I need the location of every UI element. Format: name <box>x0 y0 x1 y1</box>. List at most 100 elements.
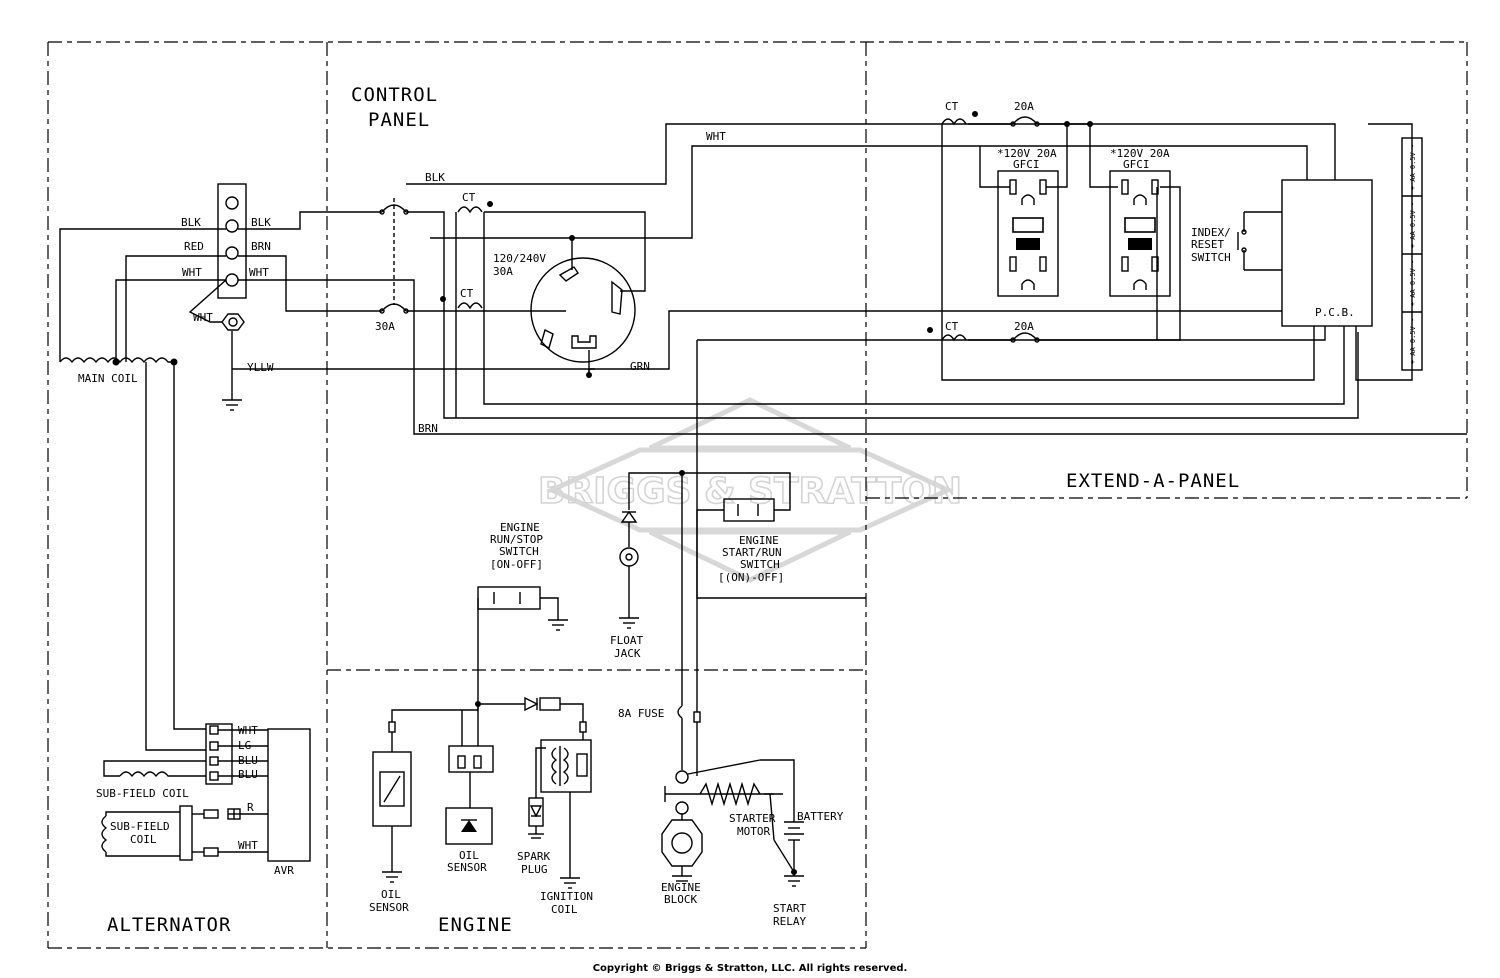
oil-sensor-left-label-line2: SENSOR <box>369 901 409 914</box>
float-jack-label-line1: FLOAT <box>610 634 643 647</box>
copyright-text: Copyright © Briggs & Stratton, LLC. All … <box>593 963 908 974</box>
current-transformer-1 <box>457 201 493 214</box>
pcb-label: P.C.B. <box>1315 306 1355 319</box>
control-panel-title-line1: CONTROL <box>351 84 438 106</box>
fuse-label: 8A FUSE <box>618 707 664 720</box>
sub-field-coil-label-line1: SUB-FIELD <box>110 820 170 833</box>
gfci-1-label-line2: GFCI <box>1013 158 1040 171</box>
label-grn: GRN <box>630 360 650 373</box>
ct-label-2: CT <box>460 287 474 300</box>
label-blk-right: BLK <box>251 216 271 229</box>
engine-start-run-switch <box>696 498 775 712</box>
run-stop-label-line3: SWITCH <box>499 545 539 558</box>
start-run-label-line3: SWITCH <box>740 558 780 571</box>
alternator-wires <box>59 228 595 751</box>
ct-label-3: CT <box>945 100 959 113</box>
receptacle-label-line1: 120/240V <box>493 252 546 265</box>
gfci-receptacle-2 <box>1087 121 1171 297</box>
run-stop-label-line2: RUN/STOP <box>490 533 543 546</box>
label-blk-top: BLK <box>425 171 445 184</box>
starter-motor <box>661 801 703 882</box>
extend-a-panel-title: EXTEND-A-PANEL <box>1066 470 1240 492</box>
ground-icon <box>222 399 242 411</box>
label-brn-bottom: BRN <box>418 422 438 435</box>
label-wht-left: WHT <box>182 266 202 279</box>
section-borders <box>47 41 1468 949</box>
control-panel-wires <box>238 123 1467 599</box>
ct-label-4: CT <box>945 320 959 333</box>
main-coil-label: MAIN COIL <box>78 372 138 385</box>
label-red-left: RED <box>184 240 204 253</box>
ground-nut <box>221 313 245 331</box>
label-brn-right: BRN <box>251 240 271 253</box>
avr-label-r: R <box>247 801 254 814</box>
alternator-title: ALTERNATOR <box>107 914 231 936</box>
run-stop-label-line1: ENGINE <box>500 521 540 534</box>
ignition-coil-label-line1: IGNITION <box>540 890 593 903</box>
battery-label: BATTERY <box>797 810 844 823</box>
terminal-block <box>217 183 247 299</box>
sub-field-coil-top-label: SUB-FIELD COIL <box>96 787 189 800</box>
oil-sensor-mid <box>445 745 494 845</box>
spark-plug <box>528 797 544 839</box>
reset-switch-label-line1: INDEX/ <box>1191 226 1231 239</box>
start-relay-label-line2: RELAY <box>773 915 806 928</box>
control-panel-title-line2: PANEL <box>368 109 430 131</box>
engine-block-label-line1: ENGINE <box>661 881 701 894</box>
gfci-1-label-line1: *120V 20A <box>997 147 1057 160</box>
starter-motor-label-line1: STARTER <box>729 812 776 825</box>
label-blk-left: BLK <box>181 216 201 229</box>
reset-switch-label-line2: RESET <box>1191 238 1224 251</box>
gfci-2-label-line2: GFCI <box>1123 158 1150 171</box>
start-run-label-line1: ENGINE <box>739 534 779 547</box>
current-transformer-3 <box>941 111 978 126</box>
oil-sensor-left <box>372 721 412 883</box>
label-wht-ground: WHT <box>193 311 213 324</box>
current-transformer-4 <box>927 327 967 342</box>
main-coil <box>59 357 178 366</box>
ct-label-1: CT <box>462 191 476 204</box>
breaker-20a-bottom-label: 20A <box>1014 320 1034 333</box>
current-transformer-2 <box>440 296 483 310</box>
ignition-coil-label-line2: COIL <box>551 903 578 916</box>
battery-pack <box>1401 137 1423 371</box>
avr-label-wht2: WHT <box>238 839 258 852</box>
spark-plug-label-line2: PLUG <box>521 863 548 876</box>
run-stop-label-line4: [ON-OFF] <box>490 558 543 571</box>
avr-module <box>103 723 311 862</box>
breaker-20a-top-label: 20A <box>1014 100 1034 113</box>
sub-field-coil-box <box>101 805 219 861</box>
pcb-board <box>1281 179 1373 327</box>
float-jack <box>619 470 791 629</box>
start-relay-assembly <box>664 711 804 887</box>
gfci-receptacle-1 <box>997 170 1059 297</box>
label-wht-top: WHT <box>706 130 726 143</box>
breaker-30a-bottom <box>379 303 409 314</box>
battery-cell-4: + AA 0.5V - <box>1409 318 1417 364</box>
spark-plug-label-line1: SPARK <box>517 850 550 863</box>
engine-block-label-line2: BLOCK <box>664 893 697 906</box>
index-reset-switch <box>1237 212 1247 270</box>
breaker-20a-top <box>1010 116 1070 127</box>
battery-cell-3: + AA 0.5V - <box>1409 260 1417 306</box>
start-relay-label-line1: START <box>773 902 806 915</box>
float-jack-label-line2: JACK <box>614 647 641 660</box>
avr-label-lg: LG <box>238 739 251 752</box>
extend-panel-wires <box>941 123 1413 381</box>
oil-sensor-left-label-line1: OIL <box>381 888 401 901</box>
label-yllw: YLLW <box>247 361 274 374</box>
oil-sensor-mid-label-line2: SENSOR <box>447 861 487 874</box>
start-run-label-line4: [(ON)-OFF] <box>718 571 784 584</box>
breaker-30a-label: 30A <box>375 320 395 333</box>
watermark-text: BRIGGS & STRATTON <box>538 471 962 512</box>
gfci-2-label-line1: *120V 20A <box>1110 147 1170 160</box>
oil-sensor-mid-label-line1: OIL <box>459 849 479 862</box>
reset-switch-label-line3: SWITCH <box>1191 251 1231 264</box>
receptacle-label-line2: 30A <box>493 265 513 278</box>
sub-field-coil-label-line2: COIL <box>130 833 157 846</box>
battery-cell-1: + AA 0.5V - <box>1409 144 1417 190</box>
engine-wires <box>391 473 683 770</box>
avr-label-blu2: BLU <box>238 768 258 781</box>
avr-label-blu1: BLU <box>238 754 258 767</box>
